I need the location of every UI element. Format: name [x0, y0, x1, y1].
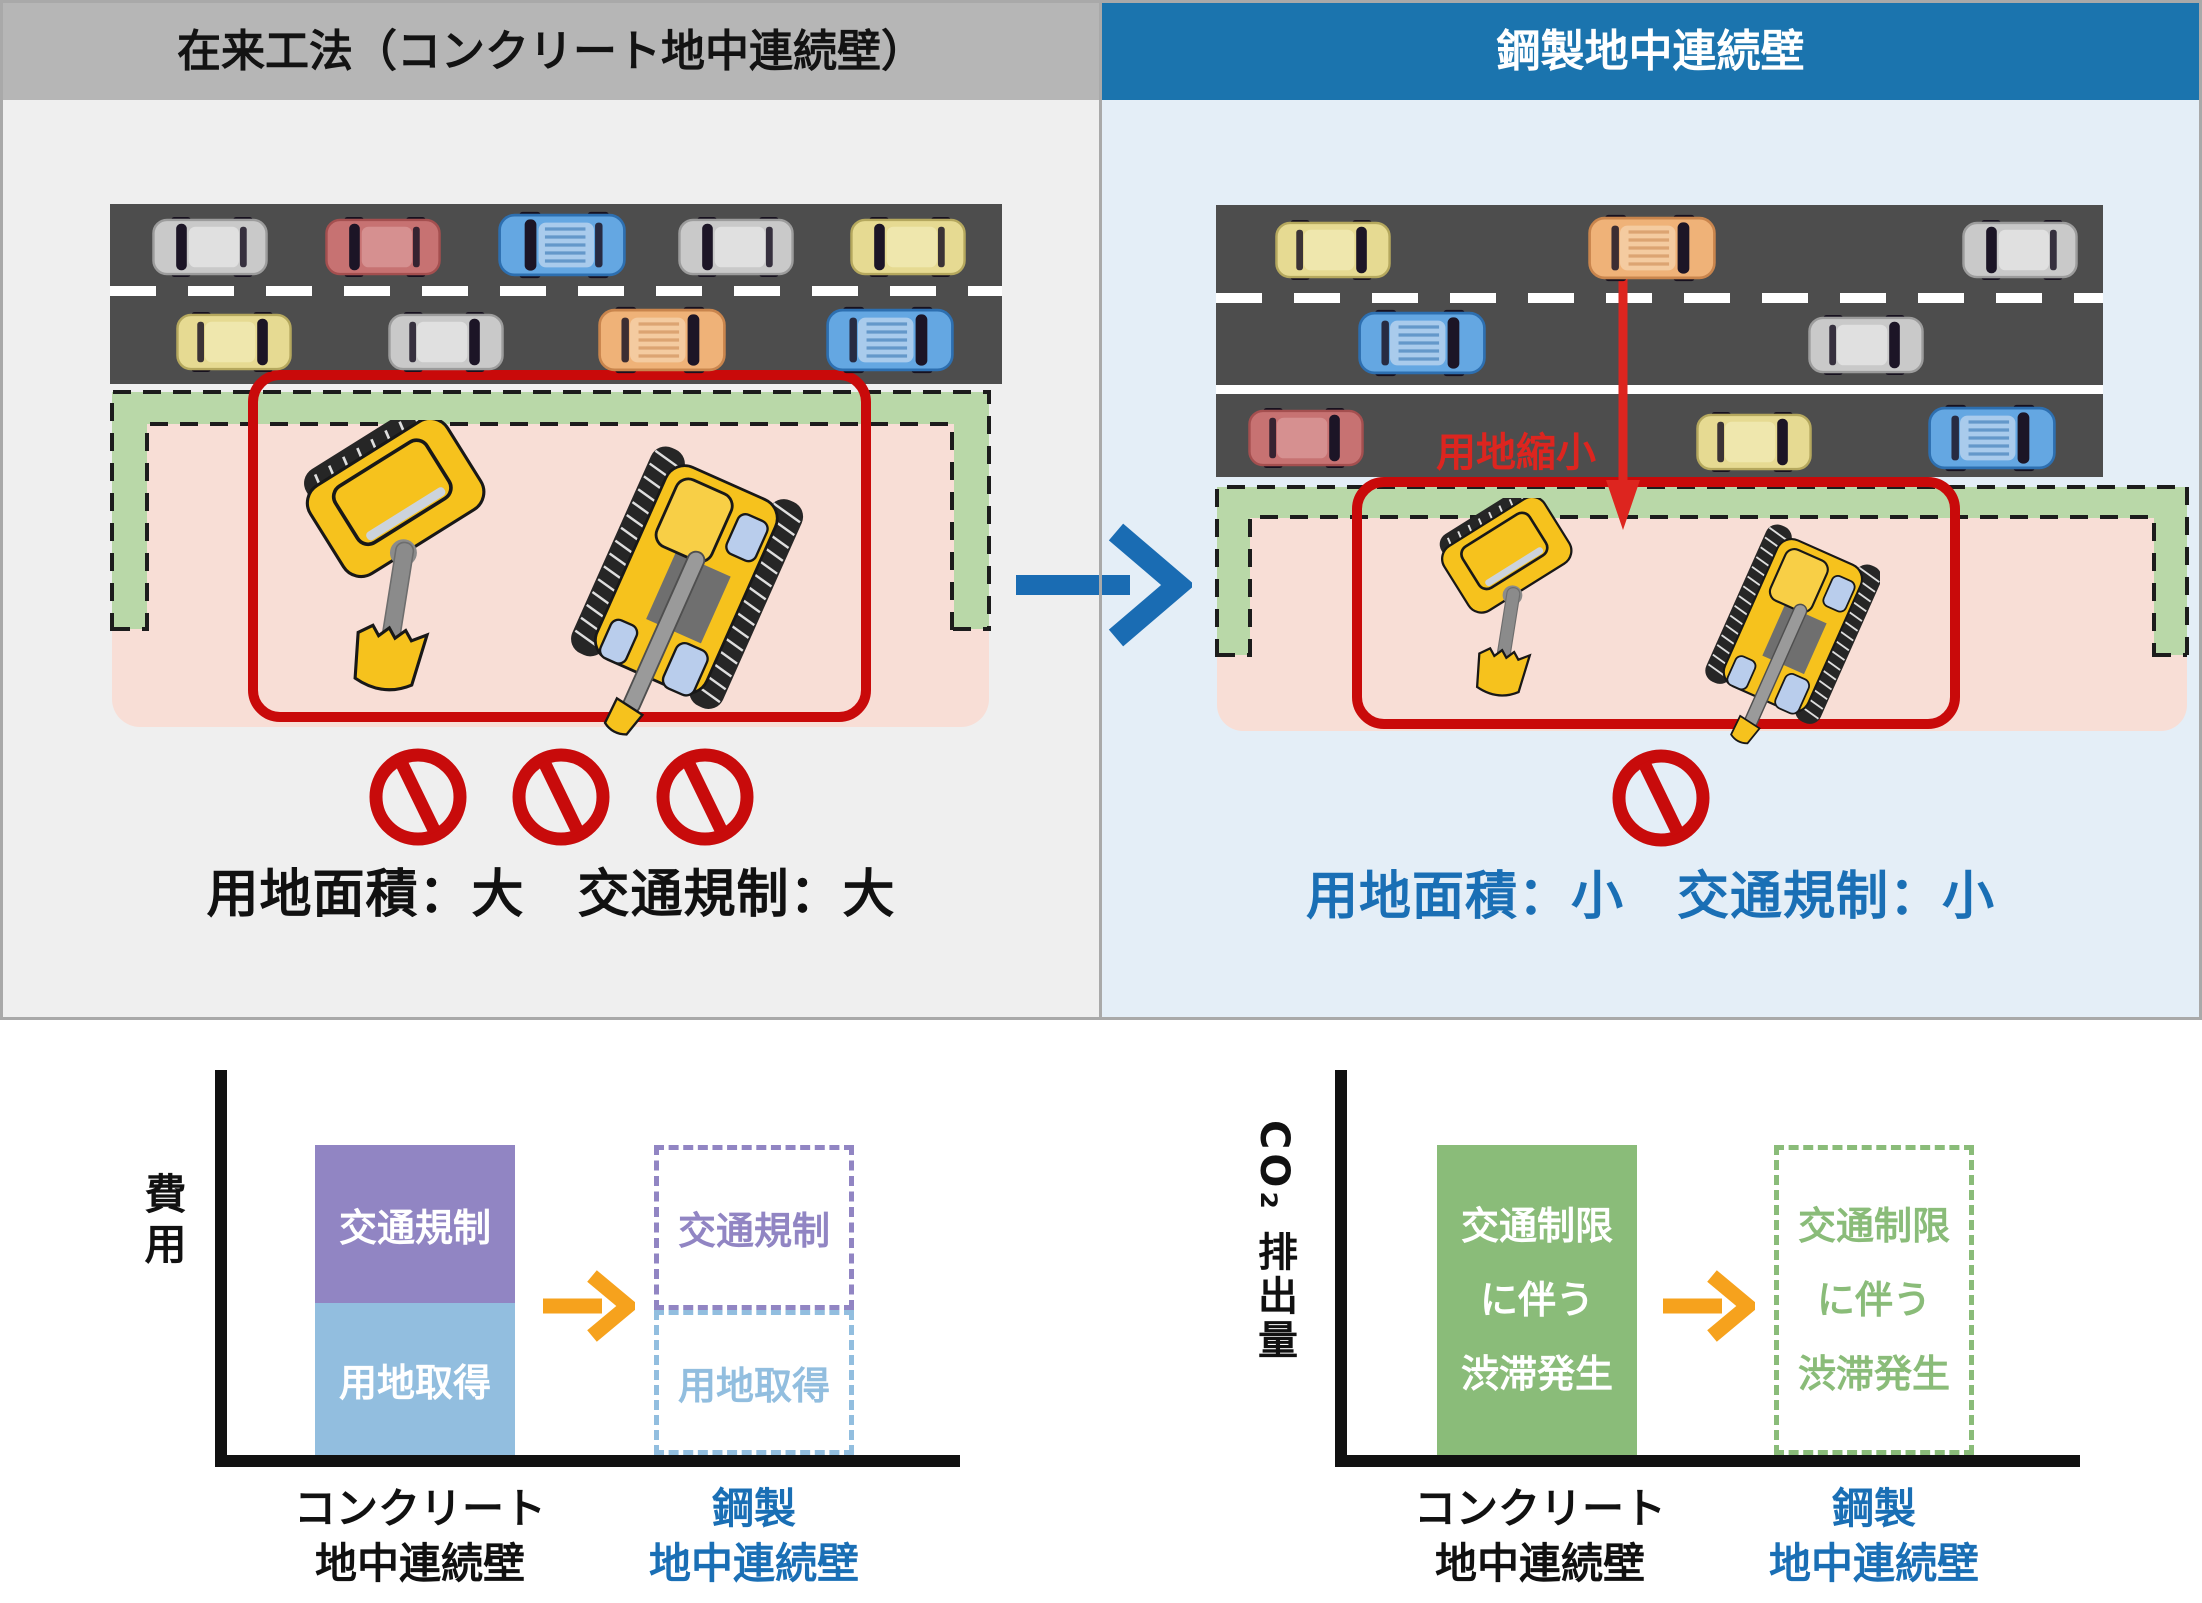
machinery-zone-left	[248, 370, 871, 722]
arrow-right-icon	[543, 1270, 635, 1342]
panel-right-header: 鋼製地中連続壁	[1102, 3, 2199, 100]
arrow-right-icon	[1016, 523, 1192, 647]
no-entry-icon	[1611, 748, 1711, 848]
car-icon	[1808, 315, 1924, 375]
excavator-icon	[1700, 518, 1880, 746]
car-icon	[1928, 404, 2056, 472]
site-boundary-dashed-right	[1215, 485, 2189, 657]
excavator-icon	[1428, 498, 1600, 703]
lane-divider-dashed	[1216, 293, 2103, 303]
lane-divider-dashed	[110, 286, 1002, 296]
arrow-right-icon	[1663, 1270, 1755, 1342]
panel-left-header: 在来工法（コンクリート地中連続壁）	[3, 3, 1099, 100]
panels-divider	[1099, 0, 1102, 1020]
cost-chart-y-label: 費用	[138, 1172, 187, 1272]
car-icon	[325, 217, 441, 277]
car-icon	[1962, 220, 2078, 280]
excavator-icon	[560, 438, 805, 738]
bar-land-acquisition-solid: 用地取得	[315, 1303, 515, 1455]
co2-chart-category-concrete: コンクリート 地中連続壁	[1413, 1484, 1666, 1588]
car-icon	[826, 306, 954, 374]
car-icon	[152, 217, 268, 277]
lane-divider-solid	[1216, 385, 2103, 394]
car-icon	[678, 217, 794, 277]
bar-congestion-solid: 交通制限 に伴う 渋滞発生	[1437, 1145, 1637, 1455]
green-buffer-side	[954, 392, 989, 629]
bar-traffic-regulation-dashed: 交通規制	[654, 1145, 854, 1310]
no-entry-icon	[368, 747, 468, 847]
no-entry-icon	[655, 747, 755, 847]
work-site-left	[112, 392, 989, 727]
panel-left-title: 在来工法（コンクリート地中連続壁）	[177, 26, 925, 77]
cost-chart-category-concrete: コンクリート 地中連続壁	[293, 1484, 546, 1588]
co2-chart-x-axis	[1335, 1455, 2080, 1467]
excavator-icon	[288, 420, 523, 700]
cost-chart-y-axis	[215, 1070, 227, 1467]
site-shrink-label: 用地縮小	[1436, 430, 1596, 476]
no-entry-icon	[511, 747, 611, 847]
arrow-down-icon	[1606, 268, 1640, 530]
co2-chart-y-label: CO₂ 排出量	[1251, 1120, 1297, 1363]
green-buffer-side	[112, 392, 147, 629]
car-icon	[388, 312, 504, 372]
car-icon	[850, 217, 966, 277]
co2-chart-category-steel: 鋼製 地中連続壁	[1768, 1484, 1979, 1588]
cost-chart-category-steel: 鋼製 地中連続壁	[648, 1484, 859, 1588]
green-buffer-side	[1217, 487, 1250, 655]
bar-land-acquisition-dashed: 用地取得	[654, 1310, 854, 1455]
bar-congestion-dashed: 交通制限 に伴う 渋滞発生	[1774, 1145, 1974, 1455]
car-icon	[1696, 412, 1812, 472]
green-buffer-side	[2154, 487, 2187, 655]
car-icon	[598, 306, 726, 374]
car-icon	[1358, 309, 1486, 377]
panel-left-caption: 用地面積：大 交通規制：大	[206, 865, 896, 925]
car-icon	[498, 211, 626, 279]
panel-right-caption: 用地面積：小 交通規制：小	[1305, 867, 1995, 927]
site-boundary-dashed-left	[110, 390, 991, 631]
machinery-zone-right	[1352, 477, 1960, 729]
cost-chart-x-axis	[215, 1455, 960, 1467]
car-icon	[1588, 214, 1716, 282]
car-icon	[1248, 408, 1364, 468]
bar-traffic-regulation-solid: 交通規制	[315, 1145, 515, 1303]
car-icon	[1275, 220, 1391, 280]
car-icon	[176, 312, 292, 372]
co2-chart-y-axis	[1335, 1070, 1347, 1467]
work-site-right	[1217, 487, 2187, 731]
panel-right-title: 鋼製地中連続壁	[1496, 26, 1805, 77]
